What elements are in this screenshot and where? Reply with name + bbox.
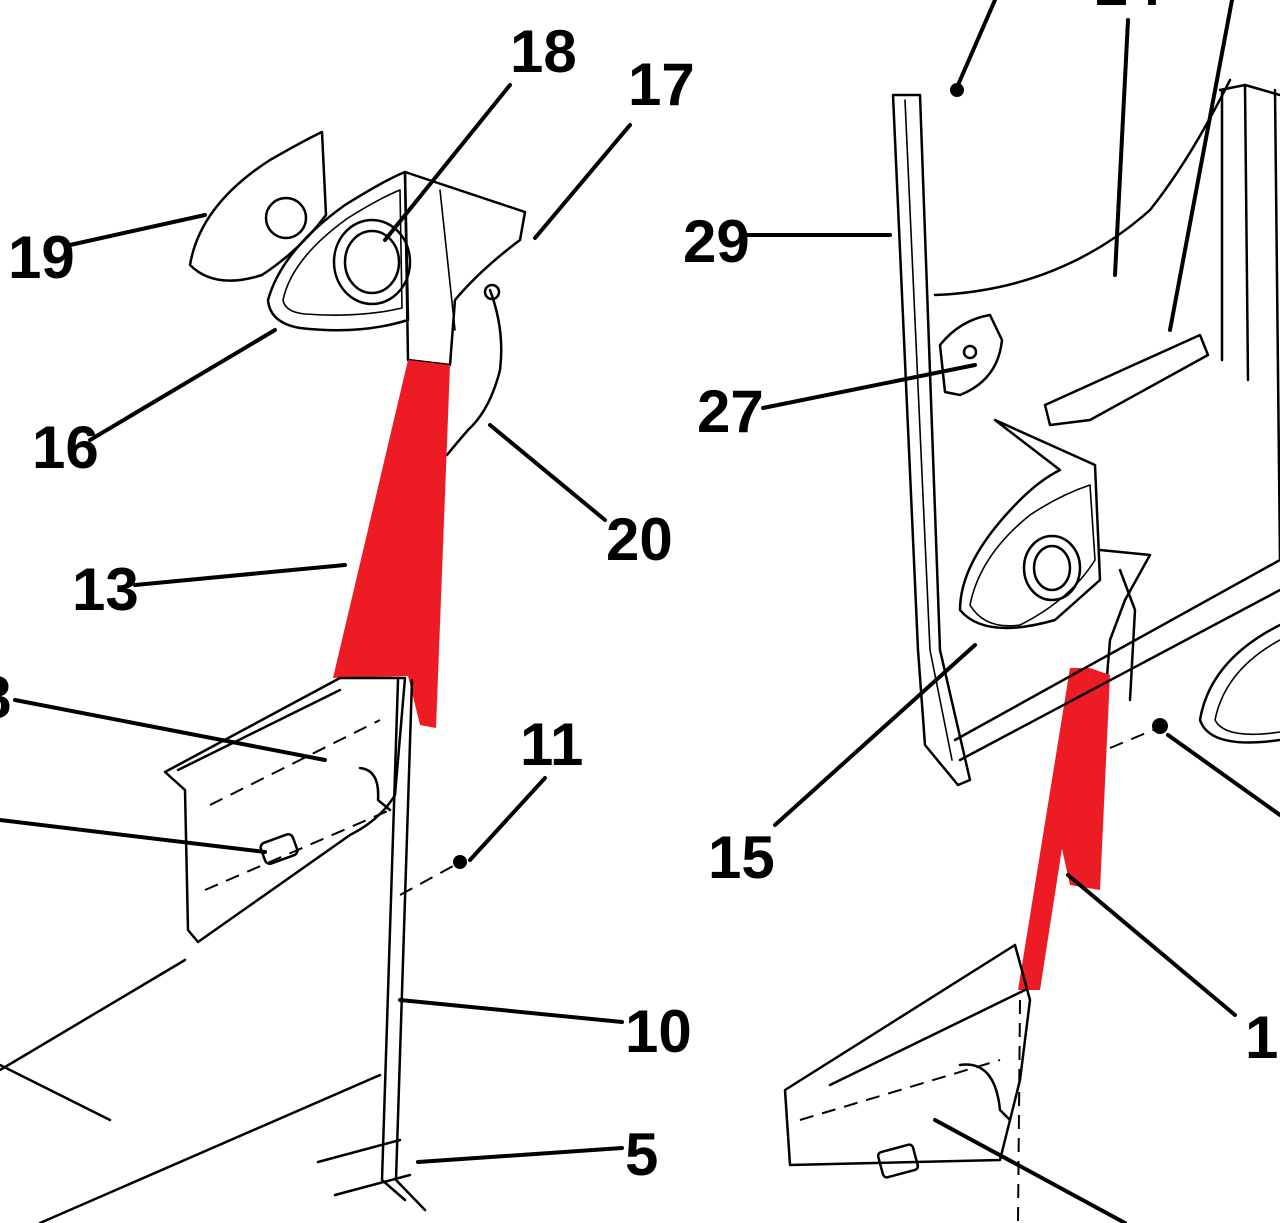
right-assembly bbox=[743, 0, 1280, 1223]
callouts: 18 17 19 16 20 13 8 11 10 5 24 29 27 15 … bbox=[0, 0, 1278, 1188]
part-29-strip bbox=[891, 93, 972, 787]
part-19-bracket bbox=[188, 130, 328, 282]
part-26-fastener bbox=[950, 83, 964, 97]
part-13-pillar bbox=[333, 360, 450, 728]
callout-27: 27 bbox=[697, 378, 764, 445]
callout-15: 15 bbox=[708, 824, 775, 891]
callout-20: 20 bbox=[606, 506, 673, 573]
part-27-clip bbox=[938, 313, 1004, 397]
right-lower-panel bbox=[783, 943, 1032, 1223]
left-floor-line bbox=[0, 958, 187, 1072]
callout-18: 18 bbox=[510, 18, 577, 85]
part-22-bar bbox=[1043, 333, 1210, 427]
part-15-bracket bbox=[958, 418, 1152, 702]
left-floor-line-3 bbox=[0, 1063, 112, 1122]
left-assembly bbox=[0, 83, 632, 1223]
part-10-rod bbox=[316, 678, 427, 1212]
callout-17: 17 bbox=[628, 51, 695, 118]
right-oval-partial bbox=[1198, 623, 1280, 744]
part-24-panel bbox=[933, 78, 1280, 562]
callout-8: 8 bbox=[0, 664, 11, 731]
part-1-pillar-back bbox=[1060, 668, 1110, 890]
callout-13: 13 bbox=[72, 556, 139, 623]
callout-11: 11 bbox=[520, 711, 583, 778]
callout-29: 29 bbox=[683, 208, 750, 275]
callout-24: 24 bbox=[1095, 0, 1162, 18]
part-8-panel bbox=[163, 676, 407, 944]
part-11-fastener bbox=[453, 855, 467, 869]
callout-5: 5 bbox=[625, 1121, 658, 1188]
part-17-pillar-top bbox=[403, 170, 527, 457]
callout-19: 19 bbox=[8, 224, 75, 291]
left-floor-line-2 bbox=[38, 1073, 382, 1223]
callout-16: 16 bbox=[32, 414, 99, 481]
part-16-bracket bbox=[266, 170, 412, 332]
right-fastener bbox=[1152, 718, 1168, 734]
callout-10: 10 bbox=[625, 998, 692, 1065]
part-1-pillar-front bbox=[1018, 668, 1090, 990]
callout-1: 1 bbox=[1245, 1004, 1278, 1071]
